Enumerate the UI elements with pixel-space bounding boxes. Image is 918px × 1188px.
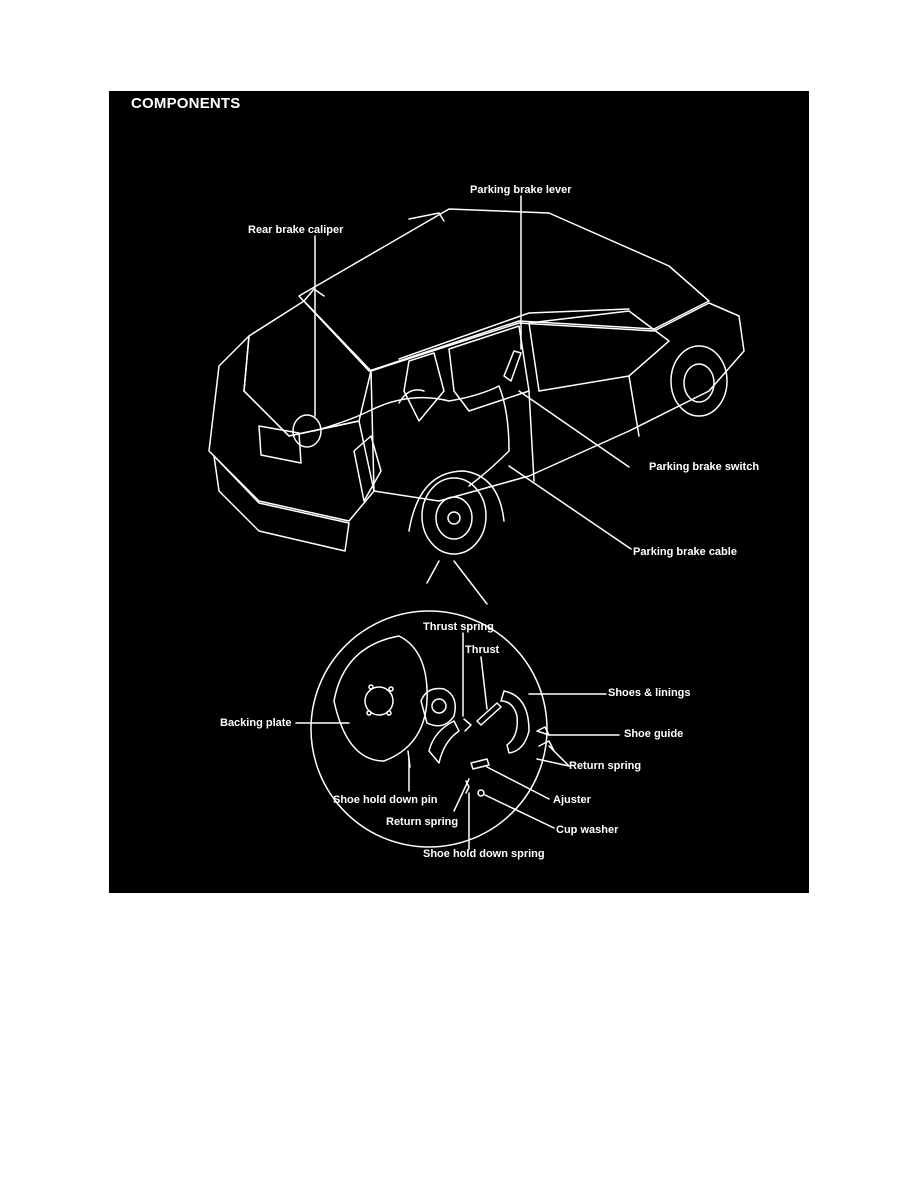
thrust-spring-part [463, 718, 472, 732]
front-wheel-tire [670, 345, 728, 417]
rear-wheel-hub [435, 496, 473, 540]
backing-plate-hole-4 [366, 710, 372, 716]
detail-connector-right [453, 560, 488, 605]
label-shoes-linings: Shoes & linings [608, 687, 691, 699]
components-diagram-panel: COMPONENTS Parking brake lever Rear brak… [109, 91, 809, 893]
leader-return-spring-bottom [453, 778, 470, 812]
door-line-front [628, 375, 640, 437]
return-spring-part-right [538, 740, 555, 752]
parking-brake-cable-path-2 [398, 389, 425, 404]
leader-ajuster [486, 766, 550, 800]
parking-brake-lever [503, 350, 522, 382]
leader-return-spring-right-2 [536, 758, 570, 767]
gasket-center [431, 698, 447, 714]
side-window-rear [403, 352, 445, 422]
thrust-part [476, 702, 502, 726]
roof-rail-rear [303, 288, 325, 302]
backing-plate-hole-1 [368, 684, 374, 690]
rear-caliper-drum [292, 414, 322, 448]
side-window-middle [448, 325, 530, 412]
side-window-front [528, 310, 670, 392]
label-shoe-guide: Shoe guide [624, 728, 684, 740]
leader-parking-brake-switch [518, 390, 630, 468]
leader-parking-brake-cable [508, 465, 632, 550]
label-return-spring-right: Return spring [569, 760, 642, 772]
leader-cup-washer [484, 794, 555, 829]
detail-connector-left [426, 560, 440, 584]
door-line [528, 390, 535, 482]
vehicle-roof [298, 208, 710, 372]
rear-wheel-arch [408, 470, 505, 532]
label-backing-plate: Backing plate [220, 717, 292, 729]
rear-wheel-center [447, 511, 461, 525]
vehicle-rear-body [208, 335, 375, 522]
backing-plate [333, 635, 428, 762]
rear-bumper [213, 455, 350, 552]
label-cup-washer: Cup washer [556, 824, 619, 836]
label-thrust: Thrust [465, 644, 500, 656]
cup-washer-part [477, 789, 485, 797]
shoe-guide-part [536, 726, 550, 736]
label-parking-brake-cable: Parking brake cable [633, 546, 737, 558]
label-thrust-spring: Thrust spring [423, 621, 494, 633]
rear-wheel-tire [421, 477, 487, 555]
gasket [420, 687, 456, 727]
label-ajuster: Ajuster [553, 794, 591, 806]
roof-rail-front [408, 212, 445, 222]
backing-plate-hole-2 [388, 686, 394, 692]
license-plate [258, 425, 302, 464]
brake-shoe-right [500, 690, 530, 754]
label-return-spring-bottom: Return spring [386, 816, 459, 828]
label-rear-brake-caliper: Rear brake caliper [248, 224, 344, 236]
label-shoe-hold-down-spring: Shoe hold down spring [423, 848, 545, 860]
brake-shoe-left [428, 720, 460, 764]
vehicle-brake-illustration [208, 195, 745, 850]
roof-rail-side [398, 308, 630, 360]
label-parking-brake-switch: Parking brake switch [649, 461, 760, 473]
front-wheel-hub [683, 363, 715, 403]
backing-plate-hole-3 [386, 710, 392, 716]
leader-return-spring-right-1 [548, 745, 570, 767]
label-shoe-hold-down-pin: Shoe hold down pin [333, 794, 438, 806]
detail-circle [310, 610, 548, 848]
label-parking-brake-lever: Parking brake lever [470, 184, 572, 196]
adjuster-part [470, 758, 490, 770]
backing-plate-hub [364, 686, 394, 716]
parking-brake-cable-path [313, 385, 510, 487]
diagram-title: COMPONENTS [131, 95, 241, 112]
tail-light [353, 435, 382, 502]
leader-thrust [480, 656, 488, 710]
